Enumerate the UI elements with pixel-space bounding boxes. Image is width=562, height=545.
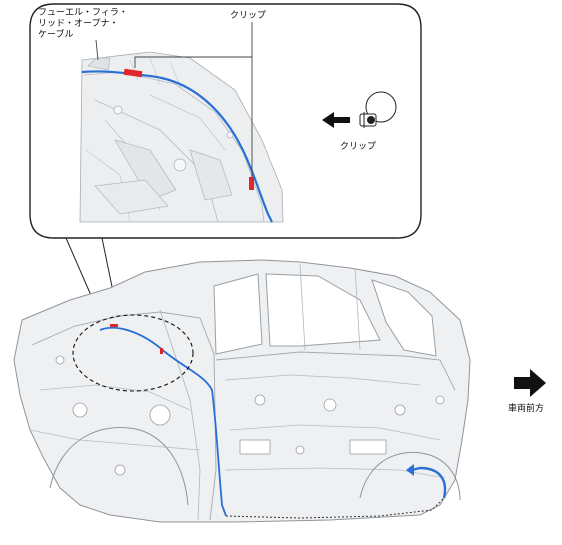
arrow-right-icon (514, 369, 546, 397)
detail-callout (29, 3, 422, 239)
detail-body-panel (79, 51, 284, 223)
fuel-lid-cable-hidden (225, 497, 445, 519)
rear-wheel-arch (49, 426, 189, 506)
front-wheel-arch (359, 451, 461, 501)
vehicle-front-label: 車両前方 (508, 404, 545, 414)
clip-icon-label: クリップ (340, 142, 377, 152)
clip-upper-detail (123, 68, 143, 78)
cable-label-line: リッド・オープナ・ (38, 19, 119, 29)
fuel-lid-cable-detail (81, 70, 273, 223)
cable-label-line: ケーブル (38, 30, 74, 40)
clip-lower-main (160, 348, 163, 354)
clip-upper-main (110, 324, 118, 327)
fuel-lid-cable-route (99, 326, 227, 517)
front-door-opening (213, 273, 263, 355)
windshield-opening (371, 279, 437, 357)
cable-end-arrow-icon (406, 464, 414, 476)
cable-leader-line (95, 39, 99, 61)
rear-door-opening (265, 273, 381, 347)
detail-area-highlight (72, 314, 194, 392)
clip-leader-lines (134, 22, 253, 178)
cable-label-line: フューエル・フィラ・ (38, 8, 128, 18)
vehicle-body-shell (13, 259, 471, 523)
clip-lower-detail (249, 177, 254, 190)
cable-label: フューエル・フィラ・ リッド・オープナ・ ケーブル (38, 8, 128, 41)
fuel-lid-cable-front-end (411, 466, 447, 499)
clip-label: クリップ (230, 11, 267, 21)
arrow-left-icon (322, 112, 350, 128)
clip-orientation-icon (322, 91, 397, 128)
